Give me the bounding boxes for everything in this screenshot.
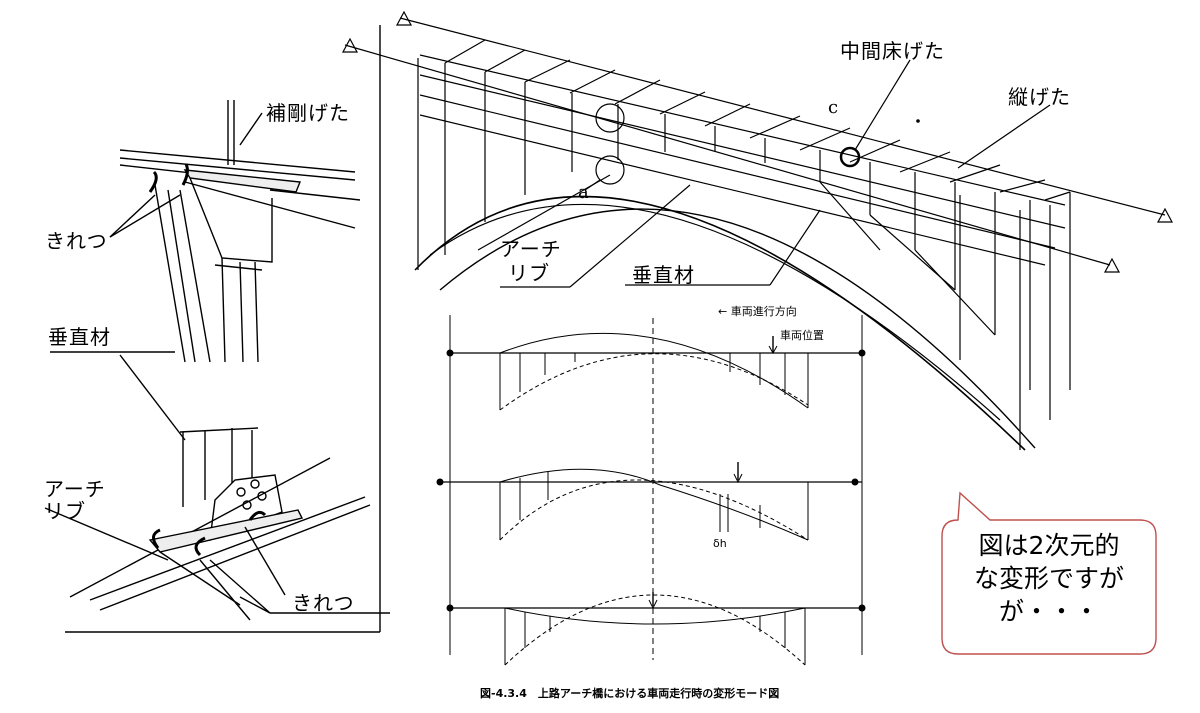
label-arch-rib-bridge-2: リブ xyxy=(508,261,550,285)
arch-bridge-figure xyxy=(341,10,1174,451)
label-travel-direction: ← 車両進行方向 xyxy=(718,305,797,318)
callout-bubble xyxy=(941,491,1157,655)
label-delta-h: δh xyxy=(713,537,727,550)
deformation-mode-figure xyxy=(436,315,866,666)
label-point-a: a xyxy=(578,182,590,203)
label-arch-rib-bridge-1: アーチ xyxy=(500,237,562,261)
left-detail-figure xyxy=(44,25,390,633)
label-crack-lower: きれつ xyxy=(292,591,355,615)
label-stringer: 縦げた xyxy=(1008,85,1071,109)
label-intermediate-floor-girder: 中間床げた xyxy=(840,39,945,63)
label-point-c: c xyxy=(828,97,840,118)
callout-text: 図は2次元的 な変形ですが が・・・ xyxy=(944,529,1154,628)
callout-line-3: が・・・ xyxy=(998,597,1099,626)
label-crack-upper: きれつ xyxy=(45,229,108,253)
figure-caption: 図-4.3.4 上路アーチ橋における車両走行時の変形モード図 xyxy=(480,687,780,700)
label-arch-rib-left-1: アーチ xyxy=(44,477,106,501)
label-vehicle-position: 車両位置 xyxy=(780,329,824,342)
label-stiffening-girder: 補剛げた xyxy=(266,101,350,125)
callout-line-2: な変形ですが xyxy=(973,564,1124,593)
label-vertical-member-left: 垂直材 xyxy=(48,325,111,349)
label-arch-rib-left-2: リブ xyxy=(44,499,86,523)
label-vertical-member-bridge: 垂直材 xyxy=(632,263,695,287)
callout-line-1: 図は2次元的 xyxy=(978,531,1120,560)
